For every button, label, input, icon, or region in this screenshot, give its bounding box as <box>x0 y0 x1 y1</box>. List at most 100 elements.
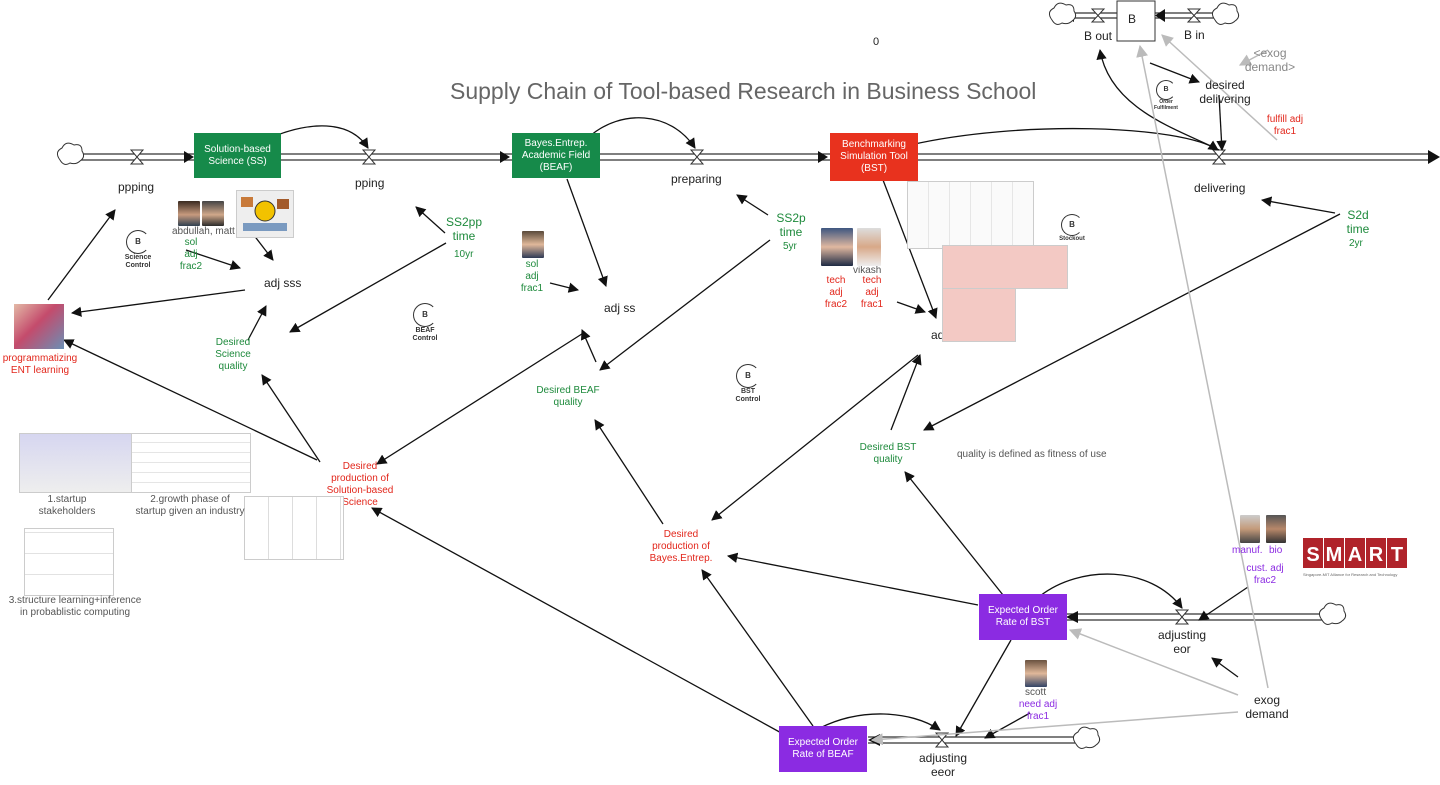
stock-solution-based-science[interactable]: Solution-based Science (SS) <box>194 133 281 178</box>
svg-text:Singapore-MIT Alliance for Res: Singapore-MIT Alliance for Research and … <box>1303 572 1397 577</box>
thumbnail-structure-learning <box>24 528 114 596</box>
thumbnail-startup-stakeholders <box>19 433 133 493</box>
flow-b-in: B in <box>1184 28 1205 42</box>
param-fulfill-adj-frac1: fulfill adj frac1 <box>1266 114 1304 137</box>
balancing-loop-icon: B <box>1156 80 1176 100</box>
pipe-arrow-beaf <box>500 151 510 163</box>
param-tech-adj-frac2: tech adj frac2 <box>824 275 848 310</box>
param-manuf: manuf. <box>1232 545 1263 556</box>
svg-text:M: M <box>1326 544 1343 566</box>
var-desired-delivering: desired delivering <box>1199 78 1251 107</box>
flow-adjusting-eeor: adjusting eeor <box>918 751 968 780</box>
balancing-loop-icon: B <box>736 364 760 388</box>
param-desired-production-ss: Desired production of Solution-based Sci… <box>326 461 394 508</box>
stock-b-label: B <box>1128 12 1137 26</box>
photo-matt <box>202 201 224 226</box>
param-programmatizing: programmatizing ENT learning <box>2 353 78 376</box>
loop-bst-control-label: BST Control <box>735 388 761 403</box>
svg-text:S: S <box>1306 544 1319 566</box>
param-ss2p-value: 5yr <box>783 241 797 252</box>
caption-structure-learning: 3.structure learning+inference in probab… <box>8 595 142 618</box>
photo-tech1 <box>821 228 853 266</box>
caption-growth-phase: 2.growth phase of startup given an indus… <box>135 494 245 517</box>
causal-links <box>47 48 1341 739</box>
param-s2d-time: S2d time <box>1346 208 1370 237</box>
loop-beaf-control: B BEAF Control <box>405 303 445 342</box>
flow-adjusting-eor: adjusting eor <box>1158 628 1207 657</box>
balancing-loop-icon: B <box>1061 214 1083 236</box>
loop-order-fulfilment: B Order Fulfilment <box>1148 80 1184 111</box>
loop-bst-control: B BST Control <box>728 364 768 403</box>
note-quality: quality is defined as fitness of use <box>957 449 1107 460</box>
var-adj-ss: adj ss <box>604 301 636 315</box>
caption-startup-stakeholders: 1.startup stakeholders <box>38 494 96 517</box>
stock-beaf[interactable]: Bayes.Entrep. Academic Field (BEAF) <box>512 133 600 178</box>
param-desired-science-quality: Desired Science quality <box>215 337 251 372</box>
person-scott: scott <box>1025 687 1047 698</box>
loop-stockout: B Stockout <box>1054 214 1090 243</box>
param-tech-adj-frac1: tech adj frac1 <box>860 275 884 310</box>
main-flow-pipe <box>76 153 1432 161</box>
param-desired-beaf-quality: Desired BEAF quality <box>536 385 600 408</box>
stock-eor-beaf[interactable]: Expected Order Rate of BEAF <box>779 726 867 772</box>
param-sol-adj-frac1: sol adj frac1 <box>520 259 544 294</box>
photo-students <box>14 304 64 349</box>
param-need-adj-frac1: need adj frac1 <box>1018 699 1058 722</box>
thumbnail-bst-pink2 <box>942 288 1016 342</box>
loop-science-control-label: Science Control <box>124 254 152 269</box>
flow-ppping: ppping <box>118 180 155 194</box>
photo-vikash <box>857 228 881 266</box>
param-desired-bst-quality: Desired BST quality <box>859 442 917 465</box>
balancing-loop-icon: B <box>126 230 150 254</box>
photo-bio <box>1266 515 1286 543</box>
pipe-arrow-ss <box>184 151 194 163</box>
loop-beaf-control-label: BEAF Control <box>412 327 438 342</box>
param-desired-production-be: Desired production of Bayes.Entrep. <box>649 529 713 564</box>
pipe-arrow-bst <box>818 151 828 163</box>
param-ss2pp-time: SS2pp time <box>445 215 483 244</box>
source-cloud-icon <box>56 142 85 165</box>
diagram-title: Supply Chain of Tool-based Research in B… <box>450 78 1037 104</box>
b-pipe <box>1072 12 1220 19</box>
thumbnail-bst-pink1 <box>942 245 1068 289</box>
param-ss2pp-value: 10yr <box>454 249 474 260</box>
photo-manuf <box>1240 515 1260 543</box>
smart-logo: S M A R T Singapore-MIT Alliance for Res… <box>1303 538 1407 578</box>
loop-order-fulfilment-label: Order Fulfilment <box>1154 99 1178 111</box>
param-bio: bio <box>1269 545 1283 556</box>
param-sol-adj-frac2: sol adj frac2 <box>179 237 203 272</box>
svg-text:A: A <box>1348 544 1362 566</box>
photo-abdullah <box>178 201 200 226</box>
stock-eor-bst[interactable]: Expected Order Rate of BST <box>979 594 1067 640</box>
counter-value: 0 <box>873 36 880 48</box>
photo-scott <box>1025 660 1047 687</box>
pipe-end-arrow <box>1428 150 1440 164</box>
flow-preparing: preparing <box>671 172 722 186</box>
thumbnail-growth-charts <box>244 496 344 560</box>
valve-icon <box>129 149 1227 165</box>
image-science-collage <box>236 190 294 238</box>
loop-stockout-label: Stockout <box>1059 236 1085 242</box>
person-abdullah-matt: abdullah, matt <box>172 226 235 237</box>
thumbnail-bst-model <box>907 181 1034 249</box>
collage-image <box>241 197 289 231</box>
stock-b <box>1116 0 1156 42</box>
var-adj-sss: adj sss <box>264 276 302 290</box>
svg-text:T: T <box>1391 544 1403 566</box>
param-ss2p-time: SS2p time <box>776 211 806 240</box>
flow-b-out: B out <box>1084 29 1113 43</box>
balancing-loop-icon: B <box>413 303 437 327</box>
stock-bst[interactable]: Benchmarking Simulation Tool (BST) <box>830 133 918 181</box>
param-s2d-value: 2yr <box>1349 238 1363 249</box>
svg-text:R: R <box>1369 544 1384 566</box>
photo-sol <box>522 231 544 258</box>
flow-delivering: delivering <box>1194 181 1246 195</box>
person-vikash: vikash <box>853 265 882 276</box>
thumbnail-growth-phase <box>131 433 251 493</box>
exog-demand-links <box>870 34 1278 746</box>
var-exog-demand: exog demand <box>1245 693 1289 722</box>
var-exog-demand-shadow: <exog demand> <box>1244 46 1296 75</box>
loop-science-control: B Science Control <box>118 230 158 269</box>
param-cust-adj-frac2: cust. adj frac2 <box>1246 563 1284 586</box>
